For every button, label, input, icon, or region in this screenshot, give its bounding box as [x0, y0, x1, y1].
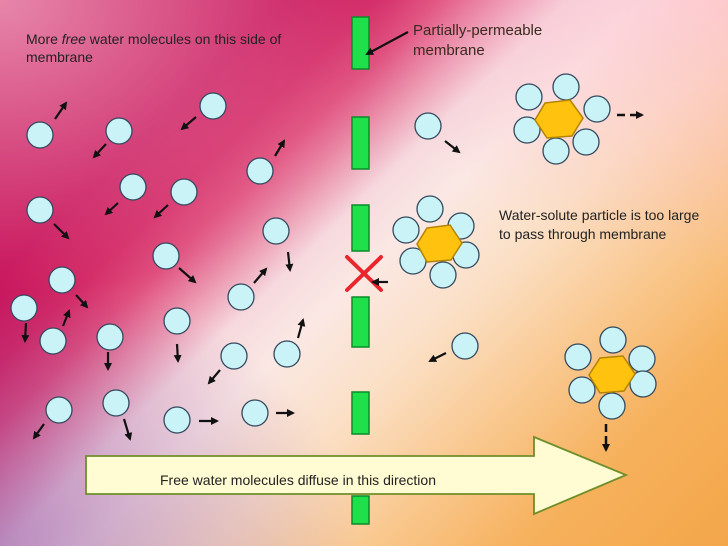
water-molecule	[564, 343, 592, 371]
motion-arrows	[21, 101, 461, 441]
water-molecule	[45, 396, 73, 424]
water-molecule	[515, 83, 543, 111]
water-molecule	[26, 196, 54, 224]
membrane-segment	[351, 495, 370, 525]
free-water-molecules	[10, 92, 479, 434]
water-molecule	[39, 327, 67, 355]
water-molecule	[119, 173, 147, 201]
water-molecule	[163, 307, 191, 335]
diffusion-arrow-label: Free water molecules diffuse in this dir…	[160, 472, 436, 488]
water-molecule	[220, 342, 248, 370]
water-molecule	[273, 340, 301, 368]
membrane	[351, 16, 370, 525]
water-molecule	[583, 95, 611, 123]
water-molecule	[241, 399, 269, 427]
membrane-segment	[351, 391, 370, 435]
water-molecule	[572, 128, 600, 156]
water-molecule	[451, 332, 479, 360]
water-molecule	[26, 121, 54, 149]
water-molecule	[599, 326, 627, 354]
water-molecule	[568, 376, 596, 404]
water-solute-particle	[513, 73, 644, 165]
water-molecule	[552, 73, 580, 101]
membrane-segment	[351, 204, 370, 252]
water-molecule	[152, 242, 180, 270]
water-molecule	[414, 112, 442, 140]
water-molecule	[392, 216, 420, 244]
water-molecule	[262, 217, 290, 245]
water-molecule	[629, 370, 657, 398]
membrane-segment	[351, 16, 370, 70]
solute-note: Water-solute particle is too large to pa…	[499, 207, 700, 242]
solute-hexagon	[416, 224, 463, 263]
water-molecule	[246, 157, 274, 185]
label-post: water molecules on this side of membrane	[26, 31, 282, 65]
membrane-segment	[351, 116, 370, 170]
water-molecule	[163, 406, 191, 434]
water-solute-particle	[564, 326, 657, 452]
water-molecule	[102, 389, 130, 417]
water-molecule	[513, 116, 541, 144]
water-molecule	[96, 323, 124, 351]
water-solute-particle	[392, 195, 480, 289]
water-molecule	[199, 92, 227, 120]
label-emphasis: free	[61, 31, 86, 47]
solute-hexagon	[534, 99, 584, 139]
cross-mark-icon	[345, 255, 383, 292]
water-molecule	[416, 195, 444, 223]
water-molecule	[105, 117, 133, 145]
water-molecule	[227, 283, 255, 311]
water-molecule	[170, 178, 198, 206]
pointer-line-icon	[365, 31, 409, 55]
water-molecule	[10, 294, 38, 322]
water-molecule	[48, 266, 76, 294]
water-molecule	[598, 392, 626, 420]
membrane-label: Partially-permeable membrane	[413, 22, 543, 59]
solute-hexagon	[588, 355, 636, 394]
water-molecule	[542, 137, 570, 165]
label-pre: More	[26, 31, 62, 47]
diffusion-direction-arrow	[85, 435, 629, 516]
water-molecule	[628, 345, 656, 373]
water-molecule	[429, 261, 457, 289]
membrane-segment	[351, 296, 370, 348]
free-water-side-label: More free water molecules on this side o…	[26, 30, 346, 66]
